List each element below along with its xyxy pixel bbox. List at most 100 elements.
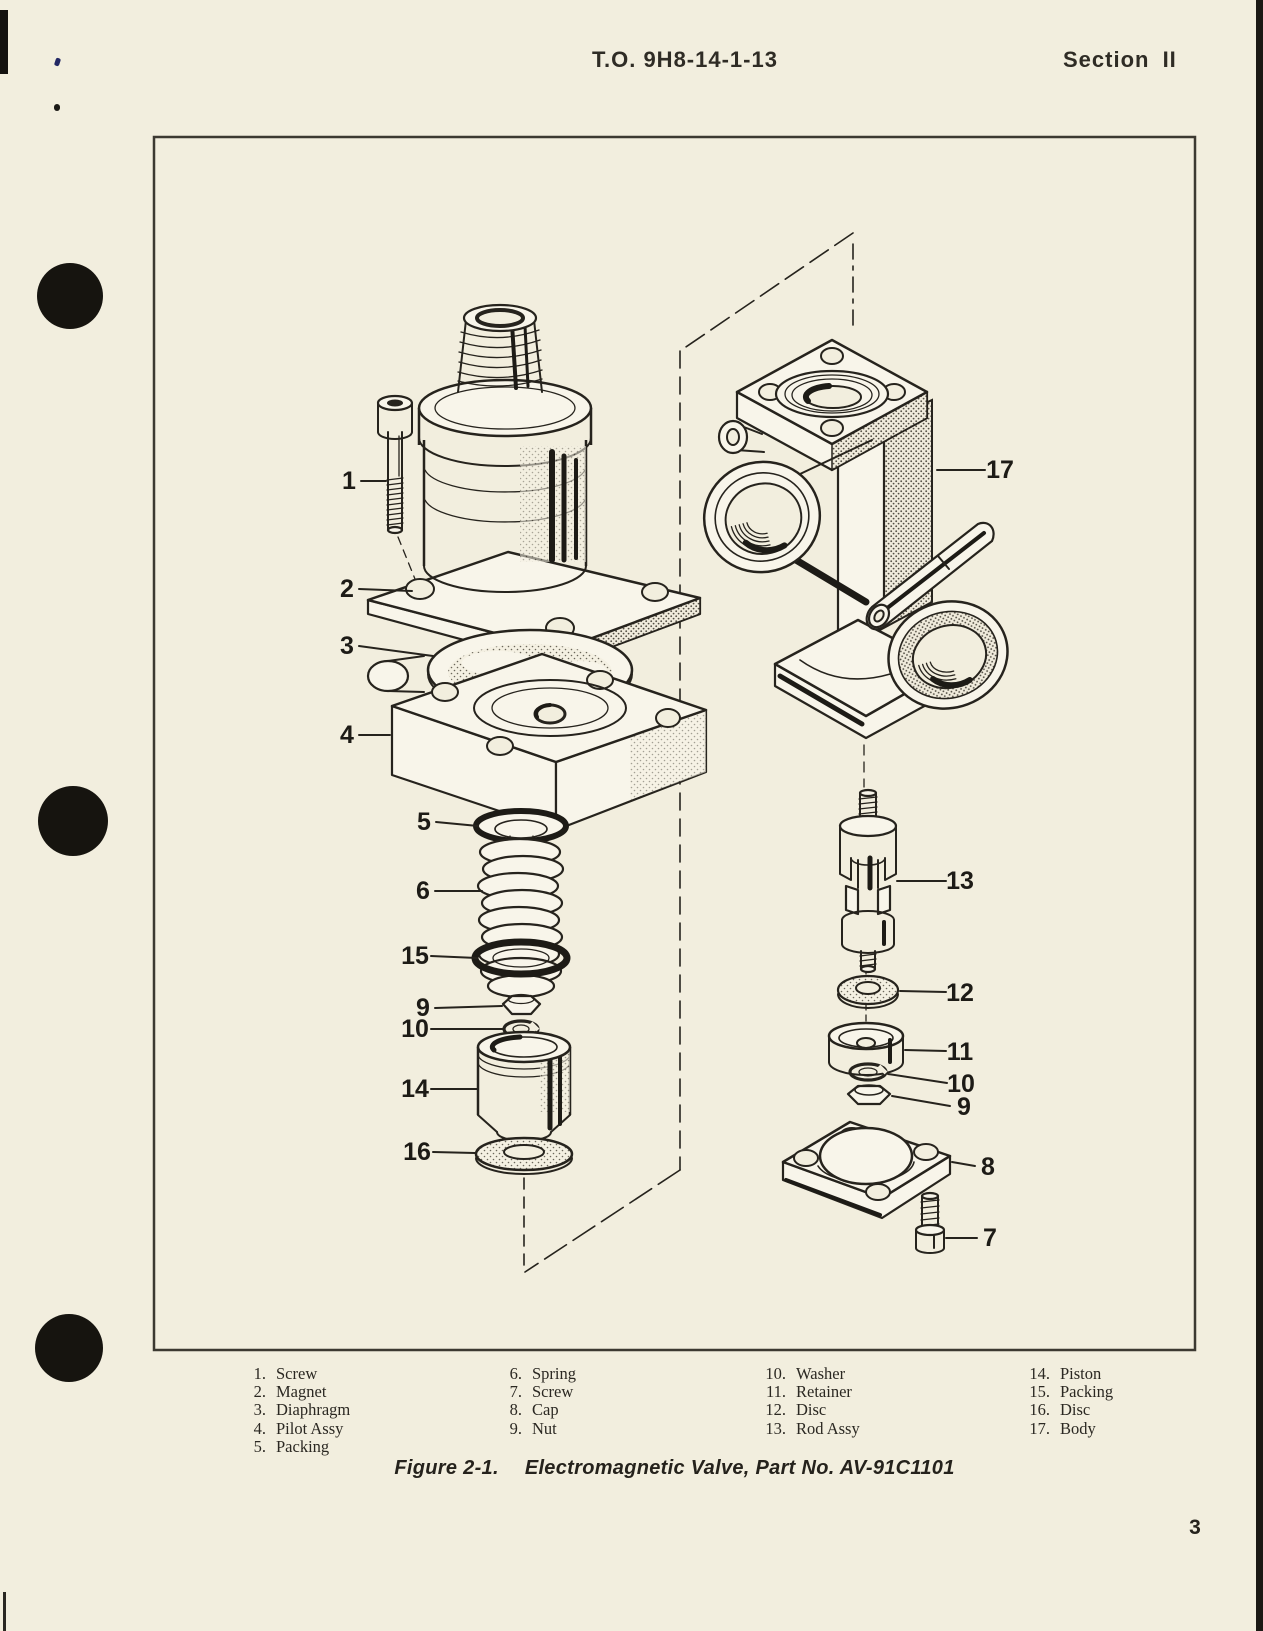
part-washer-10-right <box>848 1062 888 1082</box>
part-packing-5 <box>473 808 569 859</box>
callout-label-8: 8 <box>981 1153 995 1181</box>
legend-item-name: Screw <box>532 1382 574 1402</box>
legend-item: 16. Disc <box>980 1401 1113 1419</box>
legend-item-name: Body <box>1060 1418 1096 1438</box>
legend-item-number: 5. <box>253 1436 266 1456</box>
binder-hole-bottom <box>35 1314 103 1382</box>
legend-item: 9. Nut <box>456 1418 576 1438</box>
legend-item-name: Packing <box>1060 1382 1114 1402</box>
callout-label-1: 1 <box>342 467 356 495</box>
part-pilot-assy-4 <box>366 652 708 832</box>
part-nut-9-right <box>846 1084 892 1106</box>
exploded-view-illustration: 1 2 3 4 5 6 15 9 10 14 16 17 13 12 11 10… <box>340 232 1014 1273</box>
legend-item-number: 17. <box>1029 1418 1050 1438</box>
ink-speck <box>54 104 60 111</box>
legend-item-number: 11. <box>765 1382 786 1402</box>
legend-item-name: Spring <box>532 1364 577 1383</box>
callout-label-9-right: 9 <box>957 1093 971 1121</box>
legend-item-number: 10. <box>765 1364 786 1383</box>
callout-label-13: 13 <box>946 867 974 895</box>
legend-item: 10. Washer <box>716 1364 860 1383</box>
part-body-17 <box>702 338 1009 740</box>
scan-edge-mark-bottom <box>3 1592 6 1631</box>
part-nut-9-left <box>501 993 542 1016</box>
legend-item-number: 13. <box>765 1418 786 1438</box>
legend-item: 13. Rod Assy <box>716 1418 860 1438</box>
callout-leader-lines <box>358 469 986 1239</box>
legend-column-3: 10. Washer 11. Retainer 12.Disc 13. Rod Ass… <box>716 1364 860 1438</box>
legend-column-1: 1. Screw 2. Magnet 3. Diaphragm 4. Pilot Ass… <box>200 1364 351 1456</box>
legend-item: 8. Cap <box>456 1401 576 1419</box>
legend-item-name: Magnet <box>276 1382 327 1402</box>
legend-item-name: Diaphragm <box>276 1400 351 1420</box>
to-number: T.O. 9H8-14-1-13 <box>592 47 778 72</box>
legend-item: 15. Packing <box>980 1383 1113 1401</box>
legend-item-name: Screw <box>276 1364 318 1383</box>
scan-edge-mark <box>0 10 8 74</box>
callout-label-6: 6 <box>416 877 430 905</box>
callout-label-17: 17 <box>986 456 1014 484</box>
callout-label-11: 11 <box>947 1038 974 1066</box>
legend-item-name: Cap <box>532 1400 559 1420</box>
legend-column-2: 6. Spring 7. Screw 8. Cap 9. Nut <box>456 1364 577 1438</box>
callout-label-2: 2 <box>340 575 354 603</box>
legend-item-number: 6. <box>509 1364 522 1383</box>
legend-item: 12.Disc <box>716 1401 860 1419</box>
legend-item: 7. Screw <box>456 1383 576 1401</box>
part-disc-16 <box>474 1136 574 1175</box>
figure-caption: Figure 2-1. Electromagnetic Valve, Part N… <box>154 1457 1195 1480</box>
figure-border <box>152 135 1197 1352</box>
callout-label-16: 16 <box>403 1138 431 1166</box>
callout-label-14: 14 <box>401 1075 429 1103</box>
legend-item-name: Washer <box>796 1364 846 1383</box>
legend-item-name: Nut <box>532 1418 557 1438</box>
part-retainer-11 <box>827 1021 905 1076</box>
binder-hole-top <box>37 263 103 329</box>
legend-item-number: 4. <box>253 1418 266 1438</box>
legend-item-number: 9. <box>509 1418 522 1438</box>
legend-item: 17. Body <box>980 1418 1113 1438</box>
part-screw-1 <box>376 394 414 535</box>
legend-item-number: 16. <box>1029 1400 1050 1420</box>
legend-item-name: Disc <box>1060 1400 1091 1420</box>
legend-item-number: 12. <box>765 1400 786 1420</box>
legend-item-number: 2. <box>253 1382 266 1402</box>
legend-item-number: 3. <box>253 1400 266 1420</box>
callout-label-10-right: 10 <box>947 1070 975 1098</box>
legend-item-number: 7. <box>509 1382 522 1402</box>
legend-item-number: 15. <box>1029 1382 1050 1402</box>
callout-label-12: 12 <box>946 979 974 1007</box>
part-disc-12 <box>836 974 900 1009</box>
legend-item: 2. Magnet <box>200 1383 350 1401</box>
legend-column-4: 14. Piston 15. Packing 16. Disc 17. Body <box>980 1364 1113 1438</box>
legend-item: 11. Retainer <box>716 1383 860 1401</box>
part-rod-assy-13 <box>838 788 898 974</box>
part-magnet-2 <box>366 303 702 668</box>
callout-label-3: 3 <box>340 632 354 660</box>
legend-item-number: 1. <box>253 1364 266 1383</box>
part-screw-7 <box>914 1191 946 1254</box>
legend-item: 4. Pilot Assy <box>200 1418 350 1438</box>
callout-label-5: 5 <box>417 808 431 836</box>
legend-item: 14. Piston <box>980 1364 1113 1383</box>
callout-label-9-left: 9 <box>416 994 430 1022</box>
legend-item-number: 8. <box>509 1400 522 1420</box>
callout-label-4: 4 <box>340 721 354 749</box>
figure-caption-number: Figure 2-1. <box>394 1457 499 1479</box>
legend-item-number: 14. <box>1029 1364 1050 1383</box>
legend-item-name: Piston <box>1060 1364 1102 1383</box>
callout-label-7: 7 <box>983 1224 997 1252</box>
legend-item-name: Rod Assy <box>796 1418 860 1438</box>
callout-label-15: 15 <box>401 942 429 970</box>
legend-item: 6. Spring <box>456 1364 577 1383</box>
figure-caption-title: Electromagnetic Valve, Part No. AV-91C11… <box>524 1457 955 1479</box>
legend-item: 3. Diaphragm <box>200 1400 351 1420</box>
legend-item: 1. Screw <box>200 1364 350 1383</box>
legend-item-name: Retainer <box>796 1382 852 1402</box>
scan-edge-shadow <box>1256 0 1263 1631</box>
legend-item-name: Pilot Assy <box>276 1418 344 1438</box>
binder-hole-middle <box>38 786 108 856</box>
page-number: 3 <box>1189 1516 1201 1539</box>
